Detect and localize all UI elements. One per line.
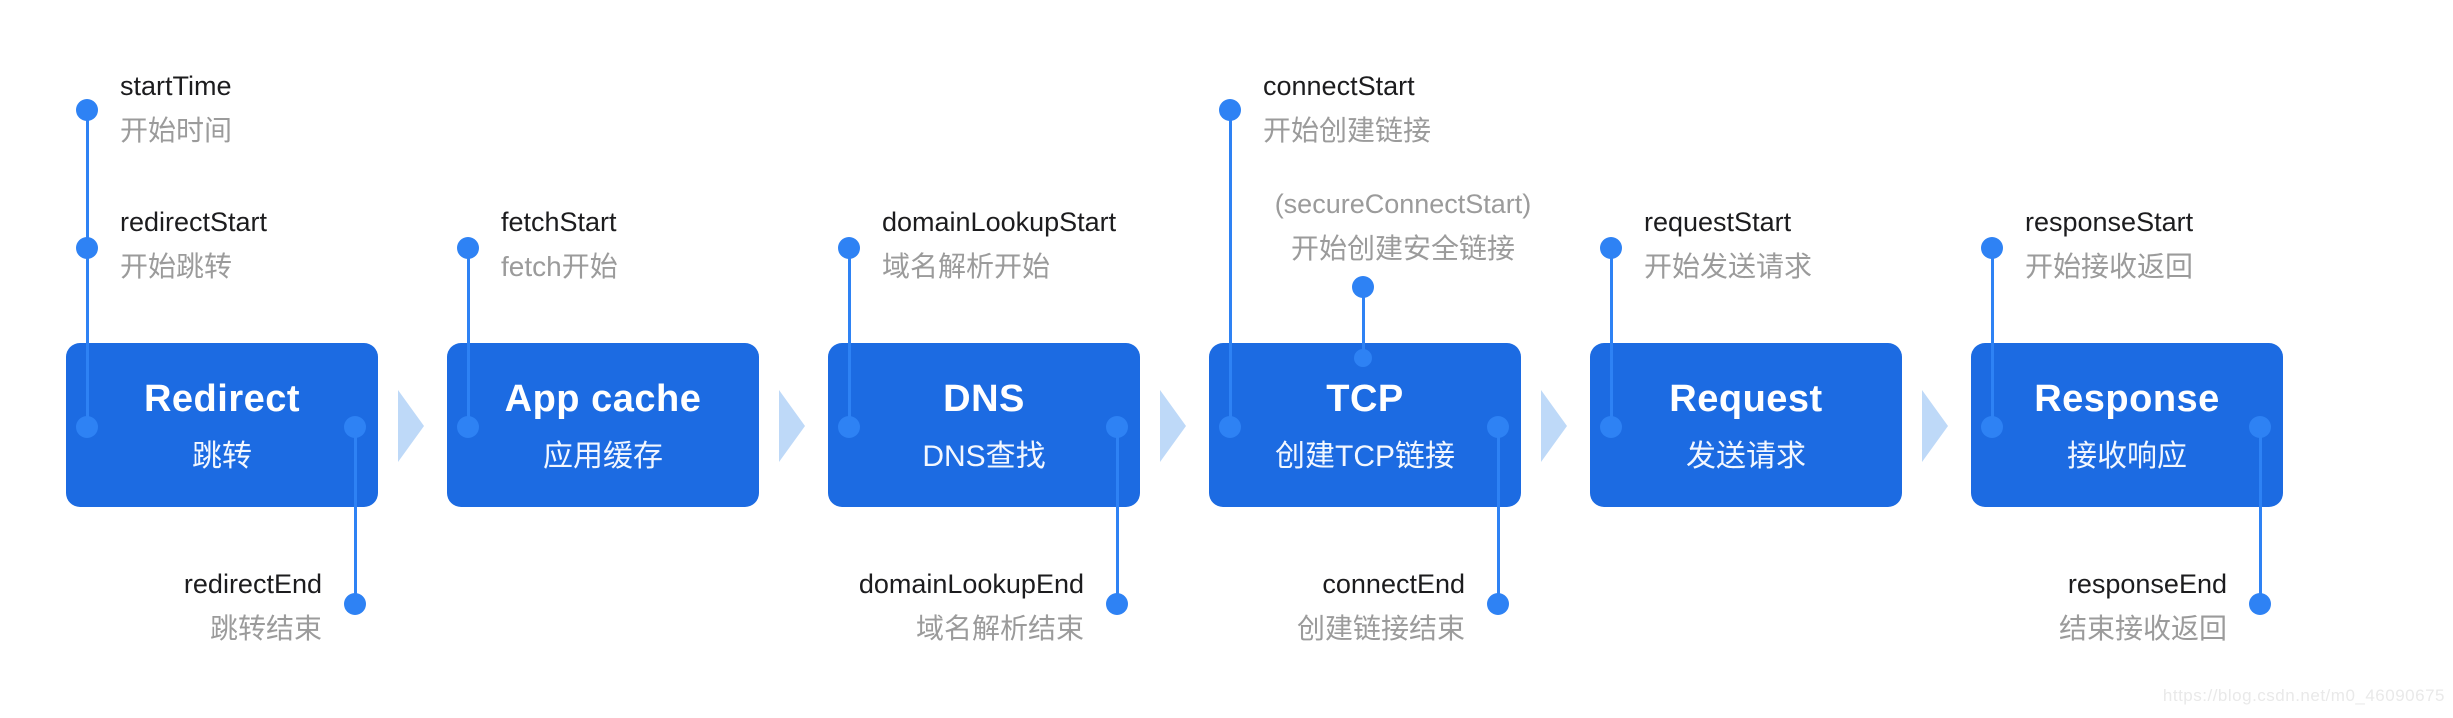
marker-domainlookupstart: domainLookupStart 域名解析开始 [882,204,1116,285]
timeline-dot-domainlookupstart [838,237,860,259]
stage-subtitle: 应用缓存 [543,440,663,473]
stage-block-app-cache: App cache 应用缓存 [447,343,759,507]
timeline-line-responseend [2258,427,2262,604]
marker-sublabel: 跳转结束 [209,613,322,644]
timeline-line-fetchstart [466,248,470,427]
stage-block-dns: DNS DNS查找 [828,343,1140,507]
timeline-dot [76,416,98,438]
timeline-dot [2249,416,2271,438]
marker-sublabel: 开始接收返回 [2025,251,2194,282]
marker-label: connectStart [1263,71,1415,101]
stage-block-tcp: TCP 创建TCP链接 [1209,343,1521,507]
marker-label: responseEnd [2067,569,2227,599]
stage-subtitle: DNS查找 [922,440,1046,473]
marker-starttime: startTime 开始时间 [120,68,232,149]
stage-title: App cache [504,378,702,420]
stage-title: TCP [1326,378,1404,420]
watermark-url: https://blog.csdn.net/m0_46090675 [2162,686,2445,705]
timeline-dot-requeststart [1600,237,1622,259]
marker-secureconnectstart: (secureConnectStart) 开始创建安全链接 [1203,186,1603,267]
timeline-dot [1600,416,1622,438]
marker-sublabel: 开始发送请求 [1644,251,1813,282]
timeline-dot [1106,416,1128,438]
timeline-dot [838,416,860,438]
marker-label: (secureConnectStart) [1274,189,1532,219]
marker-fetchstart: fetchStart fetch开始 [501,204,618,285]
timeline-dot [1487,416,1509,438]
stage-subtitle: 创建TCP链接 [1275,440,1455,473]
timeline-line-domainlookupend [1115,427,1119,604]
arrow-right-icon [779,390,805,462]
timeline-dot-domainlookupend [1106,593,1128,615]
stage-block-response: Response 接收响应 [1971,343,2283,507]
timeline-line-responsestart [1990,248,1994,427]
marker-sublabel: 开始创建链接 [1263,115,1432,146]
timeline-dot-secureconnectstart [1352,276,1374,298]
marker-label: connectEnd [1322,569,1465,599]
stage-block-request: Request 发送请求 [1590,343,1902,507]
marker-label: fetchStart [501,207,617,237]
marker-label: redirectStart [120,207,268,237]
stage-subtitle: 发送请求 [1686,440,1806,473]
marker-redirectend: redirectEnd 跳转结束 [0,566,322,647]
marker-label: redirectEnd [183,569,322,599]
marker-label: requestStart [1644,207,1792,237]
marker-sublabel: 域名解析开始 [882,251,1051,282]
marker-responsestart: responseStart 开始接收返回 [2025,204,2193,285]
timeline-line-domainlookupstart [847,248,851,427]
arrow-right-icon [1160,390,1186,462]
marker-sublabel: 结束接收返回 [2058,613,2227,644]
marker-sublabel: 域名解析结束 [915,613,1084,644]
marker-label: domainLookupEnd [858,569,1084,599]
marker-domainlookupend: domainLookupEnd 域名解析结束 [724,566,1084,647]
arrow-right-icon [398,390,424,462]
marker-label: domainLookupStart [882,207,1117,237]
marker-connectend: connectEnd 创建链接结束 [1105,566,1465,647]
timeline-dot-redirectstart [76,237,98,259]
marker-responseend: responseEnd 结束接收返回 [1867,566,2227,647]
marker-redirectstart: redirectStart 开始跳转 [120,204,267,285]
marker-label: responseStart [2025,207,2194,237]
timeline-line-requeststart [1609,248,1613,427]
timeline-line-starttime [85,110,89,427]
timeline-line-redirectend [353,427,357,604]
stage-subtitle: 跳转 [192,440,252,473]
stage-title: DNS [943,378,1025,420]
timeline-line-connectstart [1228,110,1232,427]
marker-requeststart: requestStart 开始发送请求 [1644,204,1812,285]
marker-sublabel: 创建链接结束 [1296,613,1465,644]
arrow-right-icon [1922,390,1948,462]
stage-title: Request [1669,378,1823,420]
timeline-dot-responsestart [1981,237,2003,259]
timeline-dot [457,416,479,438]
marker-sublabel: 开始时间 [120,115,233,146]
timeline-dot [344,416,366,438]
timeline-line-connectend [1496,427,1500,604]
stage-title: Response [2034,378,2220,420]
marker-sublabel: fetch开始 [501,251,618,282]
timeline-dot-redirectend [344,593,366,615]
marker-sublabel: 开始跳转 [120,251,233,282]
timeline-dot-starttime [76,99,98,121]
timeline-dot-responseend [2249,593,2271,615]
marker-label: startTime [120,71,232,101]
marker-connectstart: connectStart 开始创建链接 [1263,68,1431,149]
timeline-dot-connectend [1487,593,1509,615]
timeline-dot [1219,416,1241,438]
stage-block-redirect: Redirect 跳转 [66,343,378,507]
stage-title: Redirect [143,378,301,420]
marker-sublabel: 开始创建安全链接 [1290,233,1515,264]
arrow-right-icon [1541,390,1567,462]
timeline-dot-fetchstart [457,237,479,259]
stage-subtitle: 接收响应 [2067,440,2187,473]
timeline-line-secureconnectstart [1361,287,1365,358]
timeline-dot-connectstart [1219,99,1241,121]
timeline-dot [1354,349,1372,367]
timeline-dot [1981,416,2003,438]
